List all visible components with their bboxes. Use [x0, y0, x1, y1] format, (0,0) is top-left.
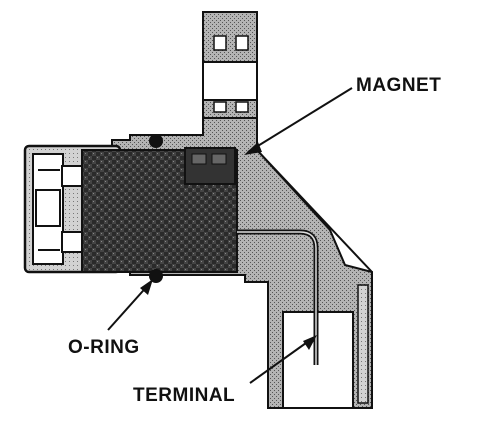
housing-flange-edge — [256, 149, 373, 273]
terminal-leader — [249, 335, 317, 384]
terminal-chamber-side — [357, 284, 369, 404]
magnet-block — [184, 147, 236, 185]
upper-stem — [202, 11, 258, 119]
o-ring-leader — [107, 279, 153, 331]
magnet-label: MAGNET — [356, 75, 442, 96]
o-ring-label: O-RING — [68, 337, 140, 358]
magnet-leader — [244, 87, 353, 155]
terminal-label: TERMINAL — [133, 385, 236, 406]
o-ring-top — [149, 134, 163, 148]
